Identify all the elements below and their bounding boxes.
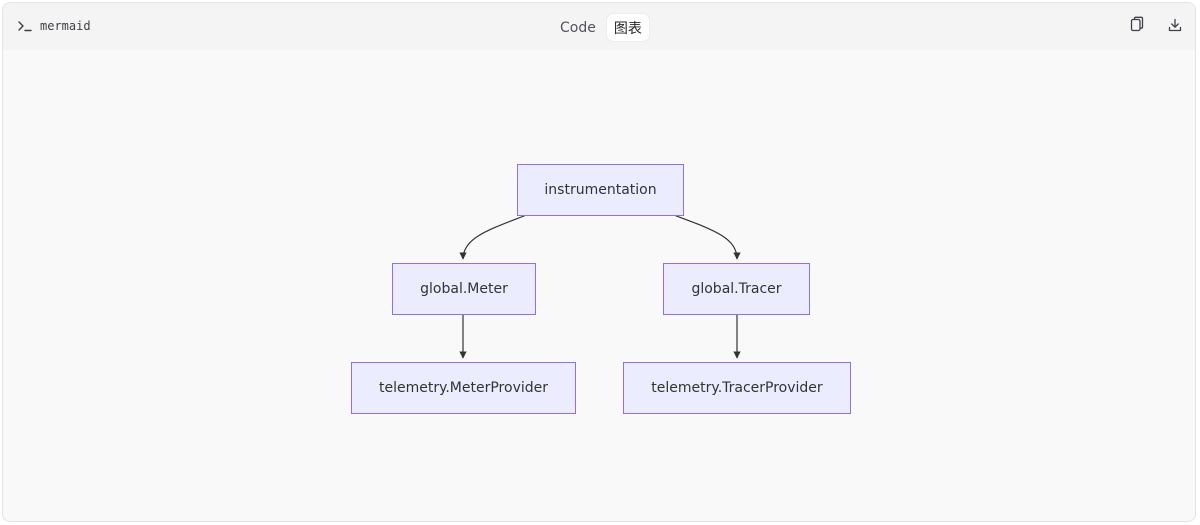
node-global-tracer: global.Tracer (663, 263, 810, 315)
edge-instrumentation-to-global-tracer (670, 213, 741, 260)
view-tabs: Code 图表 (553, 14, 649, 41)
download-icon (1168, 17, 1182, 36)
terminal-icon (18, 20, 32, 32)
code-block-toolbar: mermaid Code 图表 (3, 3, 1195, 50)
tab-code[interactable]: Code (560, 19, 596, 36)
node-tracer-provider: telemetry.TracerProvider (623, 362, 851, 414)
copy-icon (1130, 16, 1144, 36)
diagram-canvas: instrumentation global.Meter global.Trac… (3, 50, 1195, 521)
language-name: mermaid (40, 19, 91, 33)
tab-diagram[interactable]: 图表 (606, 14, 649, 41)
download-button[interactable] (1166, 17, 1184, 35)
node-instrumentation: instrumentation (517, 164, 684, 216)
language-label: mermaid (18, 19, 91, 33)
node-meter-provider: telemetry.MeterProvider (351, 362, 576, 414)
node-global-meter: global.Meter (392, 263, 536, 315)
copy-button[interactable] (1128, 16, 1146, 36)
edge-instrumentation-to-global-meter (459, 213, 530, 260)
